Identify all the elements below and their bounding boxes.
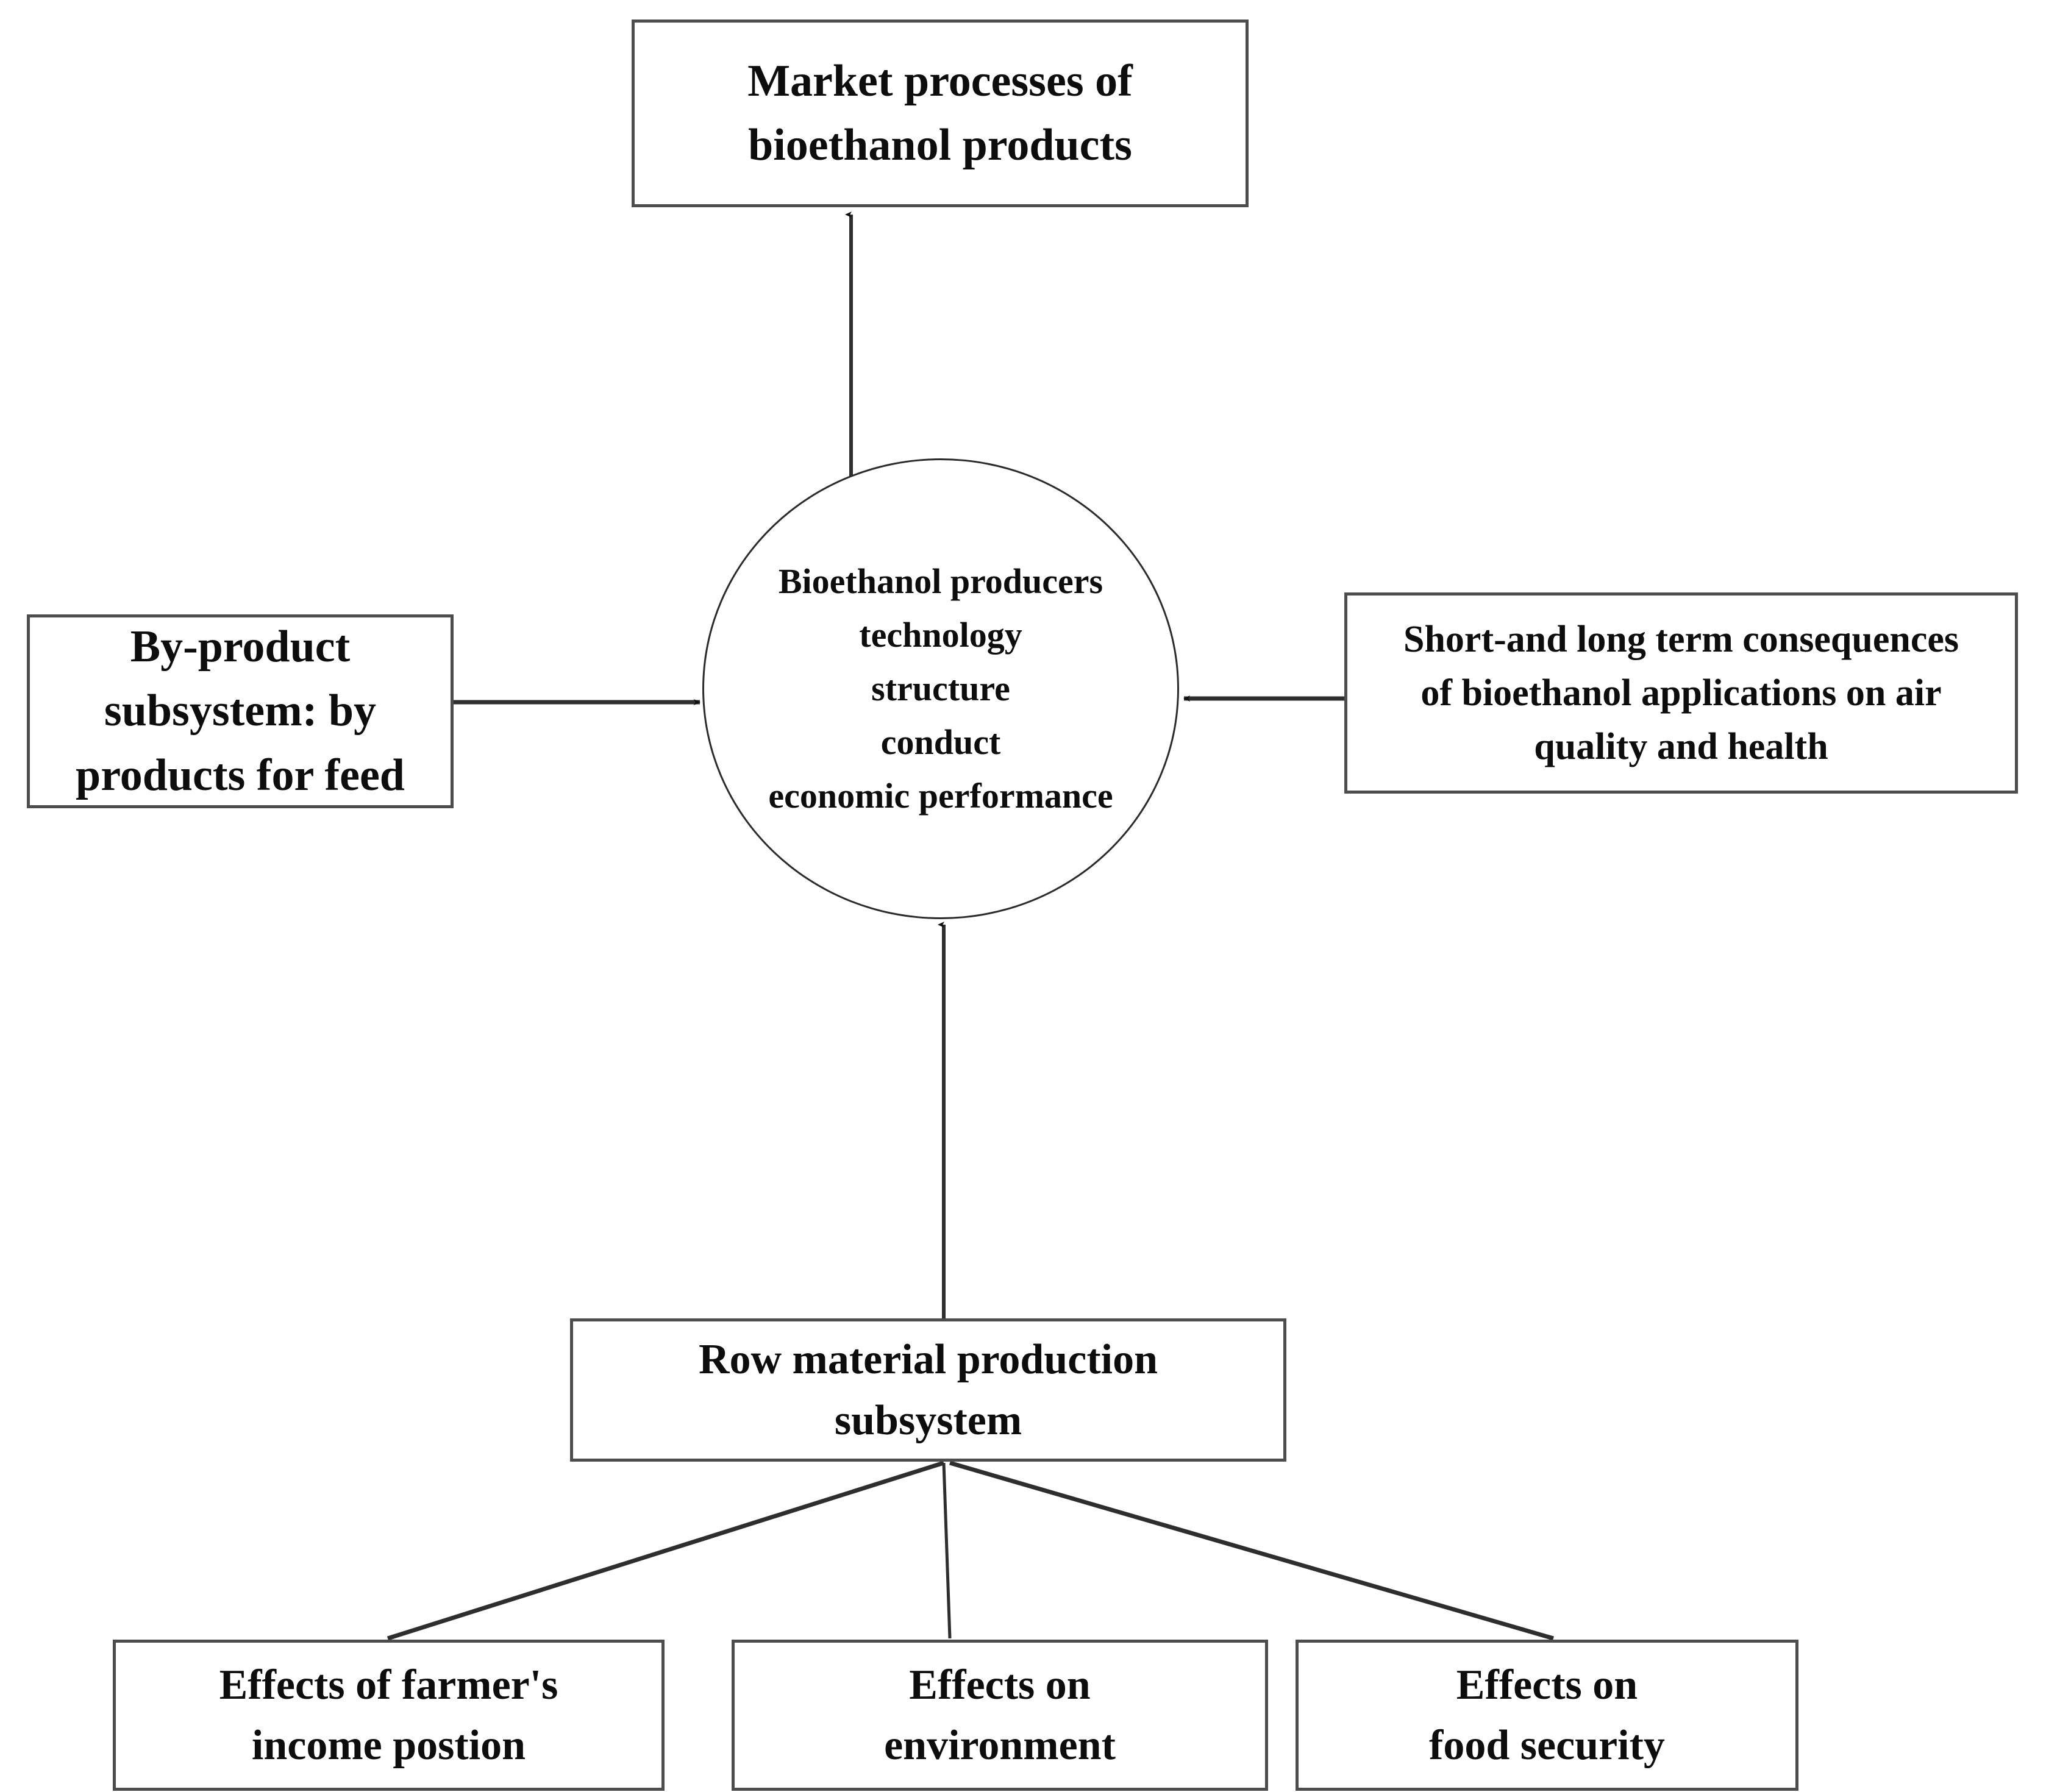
node-consequences-air-quality-health-label: Short-and long term consequences of bioe… [1403,618,1959,768]
node-consequences-air-quality-health[interactable]: Short-and long term consequences of bioe… [1344,592,2018,794]
node-effects-food-security[interactable]: Effects on food security [1296,1640,1798,1791]
node-market-processes-label: Market processes of bioethanol products [747,55,1133,170]
node-bioethanol-producers-label: Bioethanol producers technology structur… [768,561,1113,816]
node-bioethanol-producers[interactable]: Bioethanol producers technology structur… [702,458,1179,919]
node-effects-food-security-label: Effects on food security [1429,1661,1665,1769]
node-effects-environment-label: Effects on environment [884,1661,1116,1769]
edge-rowmaterial-to-farmer [387,1460,945,1641]
node-market-processes[interactable]: Market processes of bioethanol products [632,20,1249,207]
node-effects-farmer-income[interactable]: Effects of farmer's income postion [113,1640,665,1791]
node-row-material-production-subsystem-label: Row material production subsystem [698,1336,1158,1444]
node-byproduct-subsystem-label: By-product subsystem: by products for fe… [76,622,405,800]
node-byproduct-subsystem[interactable]: By-product subsystem: by products for fe… [27,614,454,808]
edge-rowmaterial-to-foodsecurity [949,1460,1554,1641]
node-row-material-production-subsystem[interactable]: Row material production subsystem [570,1318,1286,1462]
node-effects-farmer-income-label: Effects of farmer's income postion [219,1661,558,1769]
node-effects-environment[interactable]: Effects on environment [732,1640,1268,1791]
edge-rowmaterial-to-environment [942,1462,952,1639]
